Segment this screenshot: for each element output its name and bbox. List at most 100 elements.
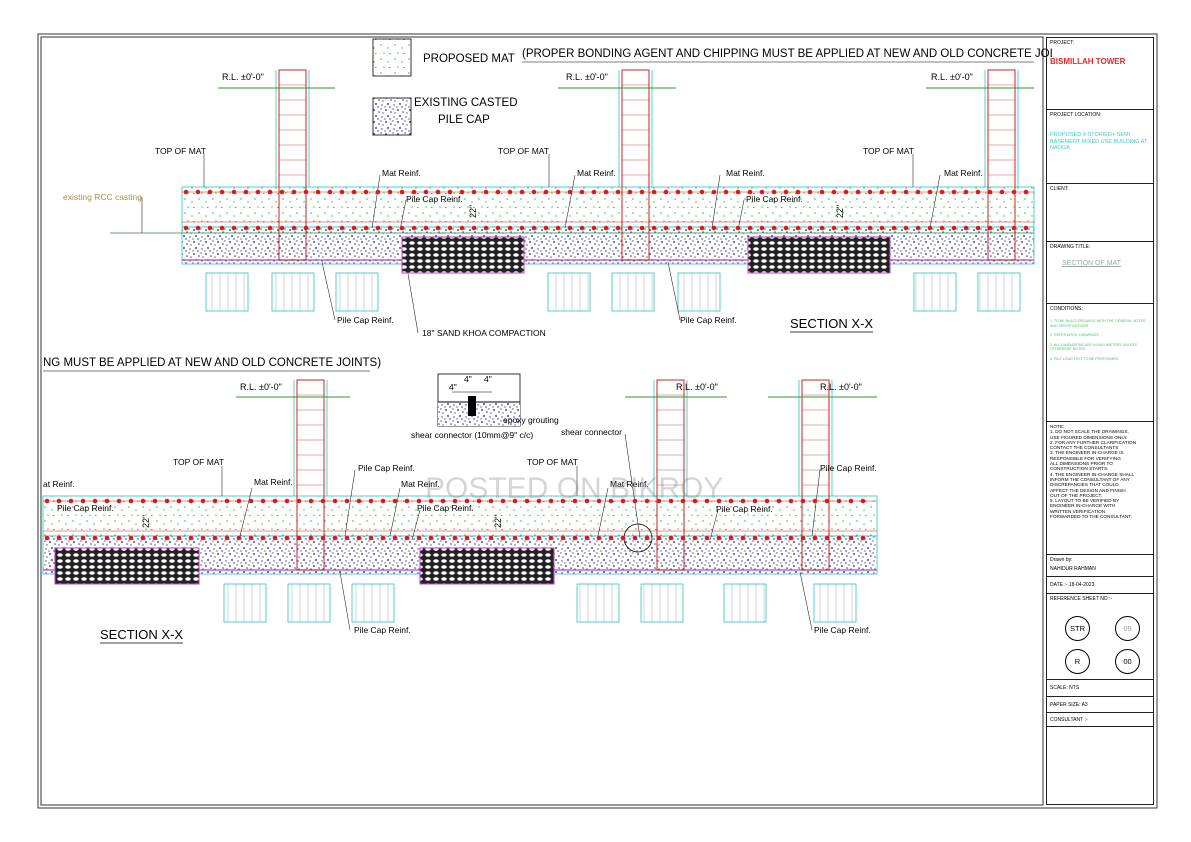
rebar-dot bbox=[447, 225, 453, 231]
rebar-dot bbox=[423, 189, 429, 195]
rebar-dot bbox=[116, 535, 122, 541]
rebar-dot bbox=[284, 535, 290, 541]
rebar-dot bbox=[344, 498, 350, 504]
pile-cap-reinf-label: Pile Cap Reinf. bbox=[746, 194, 803, 204]
rebar-dot bbox=[572, 498, 578, 504]
note-line: 1. DO NOT SCALE THE DRAWINGS, bbox=[1050, 429, 1129, 435]
rebar-dot bbox=[435, 225, 441, 231]
project-name: BISMILLAH TOWER bbox=[1050, 57, 1126, 66]
rebar-dot bbox=[716, 498, 722, 504]
note-line: ENGINEER IN-CHARGE WITH bbox=[1050, 503, 1116, 509]
rebar-dot bbox=[675, 189, 681, 195]
pile-cap-reinf-label: Pile Cap Reinf. bbox=[417, 503, 474, 513]
note-line: 4. THE ENGINEER IN-CHARGE SHALL bbox=[1050, 471, 1135, 477]
rebar-dot bbox=[363, 225, 369, 231]
rebar-dot bbox=[543, 225, 549, 231]
rebar-dot bbox=[639, 225, 645, 231]
revision-circle: 00 bbox=[1115, 649, 1140, 674]
drawn-by-value: NAHIDUR RAHMAN bbox=[1050, 566, 1096, 572]
note-line: OUT OF THE PROJECT. bbox=[1050, 492, 1103, 498]
rebar-dot bbox=[164, 498, 170, 504]
banner-mid: NG MUST BE APPLIED AT NEW AND OLD CONCRE… bbox=[43, 357, 381, 369]
rebar-dot bbox=[519, 225, 525, 231]
date-value: DATE :- 18-04-2023 bbox=[1050, 582, 1095, 588]
rebar-dot bbox=[939, 189, 945, 195]
rebar-dot bbox=[351, 189, 357, 195]
rl-label: R.L. ±0'-0" bbox=[676, 382, 718, 392]
rebar-dot bbox=[224, 535, 230, 541]
rebar-dot bbox=[735, 189, 741, 195]
str-circle: STR bbox=[1065, 616, 1090, 641]
rebar-dot bbox=[999, 225, 1005, 231]
pile-cap-reinf-label: Pile Cap Reinf. bbox=[820, 463, 877, 473]
date-section: DATE :- 18-04-2023 bbox=[1047, 577, 1153, 594]
rebar-dot bbox=[788, 535, 794, 541]
rebar-dot bbox=[759, 225, 765, 231]
rebar-dot bbox=[764, 498, 770, 504]
top-of-mat-label: TOP OF MAT bbox=[173, 457, 224, 467]
rebar-dot bbox=[279, 189, 285, 195]
rebar-dot bbox=[392, 535, 398, 541]
rebar-dot bbox=[255, 189, 261, 195]
project-section: PROJECT: BISMILLAH TOWER bbox=[1047, 38, 1153, 110]
rebar-dot bbox=[459, 189, 465, 195]
rebar-dot bbox=[555, 225, 561, 231]
rebar-dot bbox=[723, 189, 729, 195]
rebar-dot bbox=[680, 535, 686, 541]
rebar-dot bbox=[699, 225, 705, 231]
rebar-dot bbox=[656, 535, 662, 541]
rebar-dot bbox=[248, 535, 254, 541]
rebar-dot bbox=[795, 189, 801, 195]
note-label: NOTE: bbox=[1050, 424, 1065, 429]
rebar-dot bbox=[200, 498, 206, 504]
rebar-dot bbox=[404, 498, 410, 504]
rebar-dot bbox=[987, 225, 993, 231]
rebar-dot bbox=[728, 535, 734, 541]
rebar-dot bbox=[339, 189, 345, 195]
rebar-dot bbox=[620, 498, 626, 504]
note-line: 2. FOR ANY FURTHER CLARIFICATION bbox=[1050, 439, 1136, 445]
reference-label: REFERENCE SHEET NO :- bbox=[1050, 596, 1113, 602]
rebar-dot bbox=[644, 535, 650, 541]
rebar-dot bbox=[464, 498, 470, 504]
notes-section: NOTE: 1. DO NOT SCALE THE DRAWINGS, USE … bbox=[1047, 422, 1153, 555]
rebar-dot bbox=[963, 189, 969, 195]
rebar-dot bbox=[356, 498, 362, 504]
rebar-dot bbox=[512, 535, 518, 541]
rebar-dot bbox=[327, 225, 333, 231]
rebar-dot bbox=[231, 225, 237, 231]
location-value: PROPOSED 9-STORIED+ SEMI BASEMENT MIXED … bbox=[1050, 132, 1148, 151]
rebar-dot bbox=[471, 225, 477, 231]
rebar-dot bbox=[687, 225, 693, 231]
rebar-dot bbox=[812, 535, 818, 541]
rebar-dot bbox=[747, 225, 753, 231]
rebar-dot bbox=[819, 225, 825, 231]
existing-rcc-label: existing RCC casting bbox=[63, 192, 142, 202]
rebar-dot bbox=[819, 189, 825, 195]
rebar-dot bbox=[752, 535, 758, 541]
rebar-dot bbox=[351, 225, 357, 231]
location-section: PROJECT LOCATION: PROPOSED 9-STORIED+ SE… bbox=[1047, 110, 1153, 184]
rebar-dot bbox=[740, 535, 746, 541]
rebar-dot bbox=[728, 498, 734, 504]
rebar-dot bbox=[507, 225, 513, 231]
rebar-dot bbox=[327, 189, 333, 195]
rebar-dot bbox=[644, 498, 650, 504]
rebar-dot bbox=[824, 535, 830, 541]
rebar-dot bbox=[260, 535, 266, 541]
rebar-dot bbox=[152, 535, 158, 541]
rebar-dot bbox=[224, 498, 230, 504]
rebar-dot bbox=[483, 225, 489, 231]
rebar-dot bbox=[236, 535, 242, 541]
rebar-dot bbox=[303, 189, 309, 195]
top-of-mat-label: TOP OF MAT bbox=[863, 146, 914, 156]
rebar-dot bbox=[140, 535, 146, 541]
note-line: 5. LAYOUT TO BE VERIFIED BY bbox=[1050, 498, 1120, 504]
rebar-dot bbox=[140, 498, 146, 504]
rebar-dot bbox=[387, 189, 393, 195]
rebar-dot bbox=[428, 535, 434, 541]
note-line: CONTACT THE CONSULTANTS bbox=[1050, 445, 1119, 451]
top-of-mat-label: TOP OF MAT bbox=[155, 146, 206, 156]
rebar-dot bbox=[560, 498, 566, 504]
